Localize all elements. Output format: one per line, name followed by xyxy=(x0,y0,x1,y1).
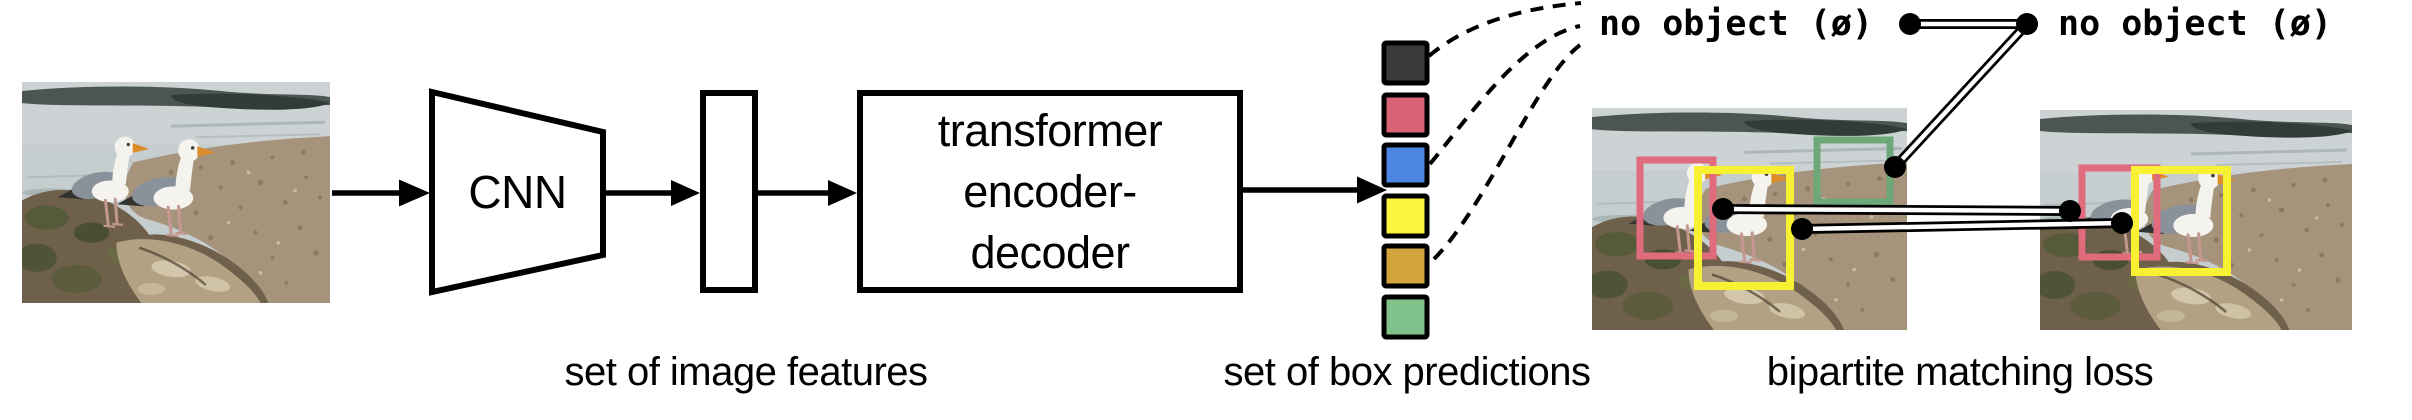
cnn-trapezoid xyxy=(429,88,606,296)
arrow-heads xyxy=(399,176,1387,207)
prediction-squares xyxy=(1381,40,1430,340)
image-features-rect xyxy=(700,90,758,293)
dashed-link-gold-square xyxy=(1432,43,1582,261)
no-object-label-ground-truth: no object (ø) xyxy=(2058,4,2332,44)
node-yellow-gt xyxy=(2111,212,2133,234)
flow-arrows xyxy=(332,187,1358,196)
caption-image-features: set of image features xyxy=(564,350,928,394)
transformer-label-line2: encoder- xyxy=(963,166,1137,217)
prediction-square-red xyxy=(1381,92,1430,138)
green-prediction-box xyxy=(1813,136,1894,206)
prediction-square-green xyxy=(1381,294,1430,340)
no-object-dashed-links xyxy=(1427,1,1582,261)
node-red-gt xyxy=(2059,200,2081,222)
transformer-box xyxy=(857,90,1243,293)
red-prediction-box xyxy=(1636,156,1717,260)
yellow-prediction-box xyxy=(1694,166,1794,290)
prediction-square-yellow xyxy=(1381,193,1430,239)
node-gt-no-object xyxy=(2016,13,2038,35)
prediction-square-blue xyxy=(1381,142,1430,188)
prediction-square-gold xyxy=(1381,243,1430,289)
cnn-label: CNN xyxy=(468,166,567,218)
dashed-link-dark-square xyxy=(1427,1,1582,58)
node-yellow-prediction xyxy=(1791,218,1813,240)
no-object-label-predictions: no object (ø) xyxy=(1599,4,1873,44)
prediction-square-dark xyxy=(1381,40,1430,86)
matching-nodes xyxy=(1712,13,2133,240)
caption-box-predictions: set of box predictions xyxy=(1223,350,1592,394)
ground-truth-boxes xyxy=(2078,164,2231,276)
matching-edges xyxy=(1722,19,2123,234)
transformer-label-line1: transformer xyxy=(937,105,1163,156)
transformer-label-line3: decoder xyxy=(970,227,1130,278)
caption-matching-loss: bipartite matching loss xyxy=(1766,350,2154,394)
node-pred-no-object xyxy=(1899,13,1921,35)
red-gt-box xyxy=(2078,164,2161,261)
yellow-gt-box xyxy=(2131,166,2231,276)
arrowhead-icon xyxy=(399,179,430,207)
arrowhead-icon xyxy=(1357,176,1387,204)
transformer-label: transformer encoder- decoder xyxy=(860,93,1240,290)
arrowhead-icon xyxy=(671,180,700,206)
node-red-prediction xyxy=(1712,198,1734,220)
arrowhead-icon xyxy=(828,180,857,206)
dashed-link-blue-square xyxy=(1428,24,1581,166)
node-green-prediction xyxy=(1884,156,1906,178)
